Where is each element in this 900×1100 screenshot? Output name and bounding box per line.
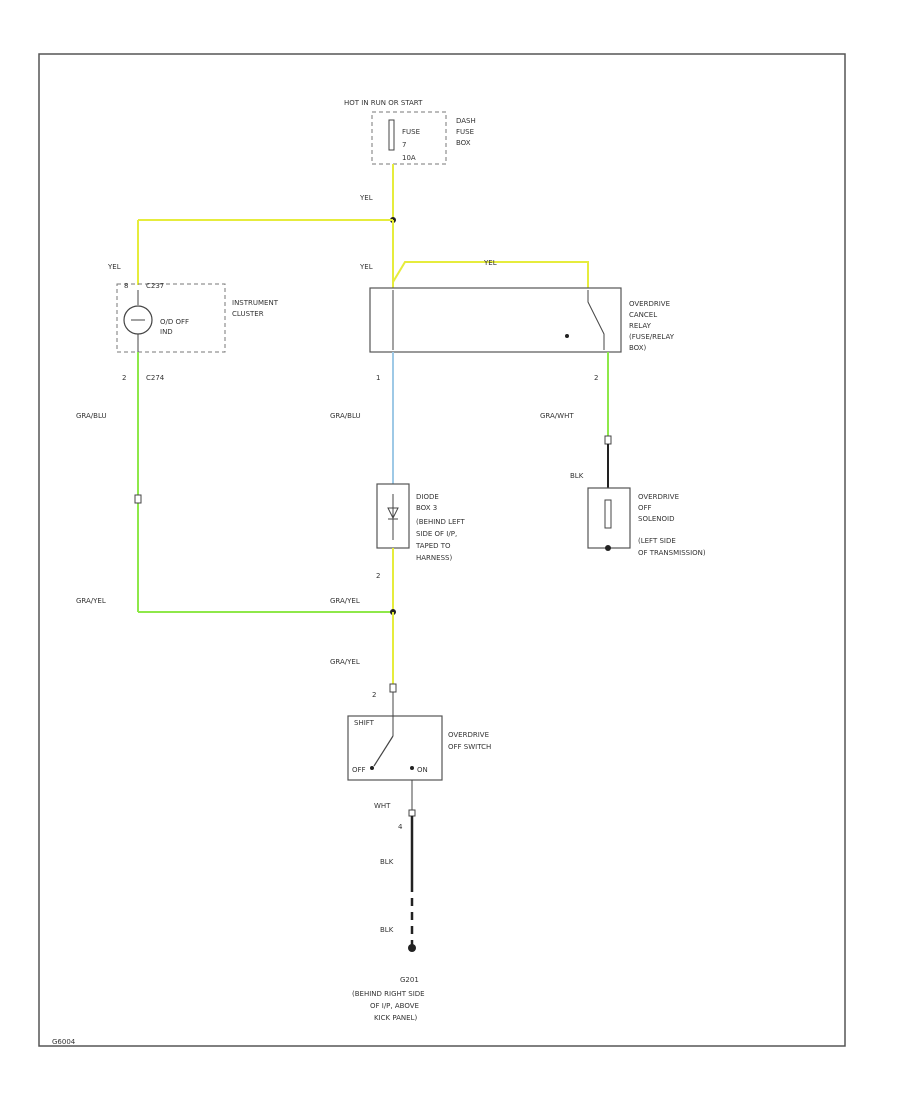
diode-name-line-1: DIODE	[416, 493, 439, 501]
solenoid-name-line-2: OFF	[638, 504, 652, 512]
wire-label-wht: WHT	[374, 802, 391, 810]
instrument-cluster-line-1: INSTRUMENT	[232, 299, 279, 307]
switch-pin-top: 2	[372, 691, 376, 699]
ground-location-line-2: OF I/P, ABOVE	[370, 1002, 419, 1010]
diode-location-line-3: TAPED TO	[415, 542, 451, 550]
relay-coil-dot	[565, 334, 569, 338]
switch-blade	[373, 735, 394, 767]
fuse-box-line-3: BOX	[456, 139, 471, 147]
wire-label-gra-blu-left: GRA/BLU	[76, 412, 107, 420]
wire-label-gra-yel-junction: GRA/YEL	[330, 597, 360, 605]
fuse-box-line-1: DASH	[456, 117, 476, 125]
relay-name-line-5: BOX)	[629, 344, 647, 352]
instrument-cluster-line-2: CLUSTER	[232, 310, 264, 318]
od-ind-connector-bottom: C274	[146, 374, 165, 382]
ground-g201	[408, 944, 416, 952]
relay-name-line-1: OVERDRIVE	[629, 300, 670, 308]
switch-pin-bottom: 4	[398, 823, 403, 831]
fuse-number: 7	[402, 141, 406, 149]
od-ind-pin-top: 8	[124, 282, 128, 290]
relay-switch-arm	[587, 290, 605, 350]
fuse-label: FUSE	[402, 128, 420, 136]
wire-label-blk-2: BLK	[380, 926, 394, 934]
od-ind-label-1: O/D OFF	[160, 318, 189, 326]
ground-location-line-3: KICK PANEL)	[374, 1014, 417, 1022]
wire-label-blk-1: BLK	[380, 858, 394, 866]
connector-ground	[408, 809, 416, 817]
figure-code: G6004	[52, 1038, 76, 1046]
od-ind-pin-bottom: 2	[122, 374, 126, 382]
wire-label-gra-blu-mid: GRA/BLU	[330, 412, 361, 420]
od-ind-label-2: IND	[160, 328, 173, 336]
ground-name: G201	[400, 976, 419, 984]
solenoid-location-line-1: (LEFT SIDE	[638, 537, 676, 545]
wire-yel-relay-coil	[392, 261, 589, 288]
diode-location-line-4: HARNESS)	[416, 554, 452, 562]
overdrive-cancel-relay-box	[369, 287, 622, 353]
diode-location-line-1: (BEHIND LEFT	[416, 518, 465, 526]
switch-on-label: ON	[417, 766, 428, 774]
solenoid-ground-point	[605, 545, 611, 551]
relay-name-line-3: RELAY	[629, 322, 652, 330]
connector-solenoid	[604, 435, 612, 445]
solenoid-name-line-1: OVERDRIVE	[638, 493, 679, 501]
relay-pin-right: 2	[594, 374, 598, 382]
wire-label-gra-yel-lower: GRA/YEL	[330, 658, 360, 666]
switch-off-label: OFF	[352, 766, 366, 774]
hot-in-run-label: HOT IN RUN OR START	[344, 99, 423, 107]
wire-label-yel-mid: YEL	[359, 263, 373, 271]
solenoid-coil	[604, 499, 612, 529]
solenoid-name-line-3: SOLENOID	[638, 515, 674, 523]
instrument-cluster-outline	[116, 283, 226, 353]
diode-symbol	[387, 507, 399, 520]
solenoid-location-line-2: OF TRANSMISSION)	[638, 549, 706, 557]
switch-name-line-1: OVERDRIVE	[448, 731, 489, 739]
switch-shift-label: SHIFT	[354, 719, 375, 727]
wire-label-yel-left: YEL	[107, 263, 121, 271]
relay-name-line-4: (FUSE/RELAY	[629, 333, 675, 341]
fuse-box-line-2: FUSE	[456, 128, 474, 136]
overdrive-off-switch-box	[347, 715, 443, 781]
wire-label-gra-wht: GRA/WHT	[540, 412, 574, 420]
od-ind-connector-top: C237	[146, 282, 164, 290]
fuse-symbol	[388, 119, 395, 151]
wire-label-gra-yel-left: GRA/YEL	[76, 597, 106, 605]
overdrive-off-solenoid-box	[587, 487, 631, 549]
connector-switch	[389, 683, 397, 693]
fuse-amps: 10A	[402, 154, 416, 162]
diode-name-line-2: BOX 3	[416, 504, 437, 512]
wire-label-blk-solenoid: BLK	[570, 472, 584, 480]
switch-name-line-2: OFF SWITCH	[448, 743, 491, 751]
relay-pin-left: 1	[376, 374, 380, 382]
wire-label-yel-relay: YEL	[483, 259, 497, 267]
ground-location-line-1: (BEHIND RIGHT SIDE	[352, 990, 425, 998]
diode-location-line-2: SIDE OF I/P,	[416, 530, 457, 538]
connector-left	[134, 494, 142, 504]
diagram-frame	[38, 53, 846, 1047]
switch-off-contact	[370, 766, 374, 770]
relay-name-line-2: CANCEL	[629, 311, 657, 319]
diode-pin: 2	[376, 572, 380, 580]
switch-on-contact	[410, 766, 414, 770]
wire-label-yel-top: YEL	[359, 194, 373, 202]
fuse-box-outline	[371, 111, 447, 165]
